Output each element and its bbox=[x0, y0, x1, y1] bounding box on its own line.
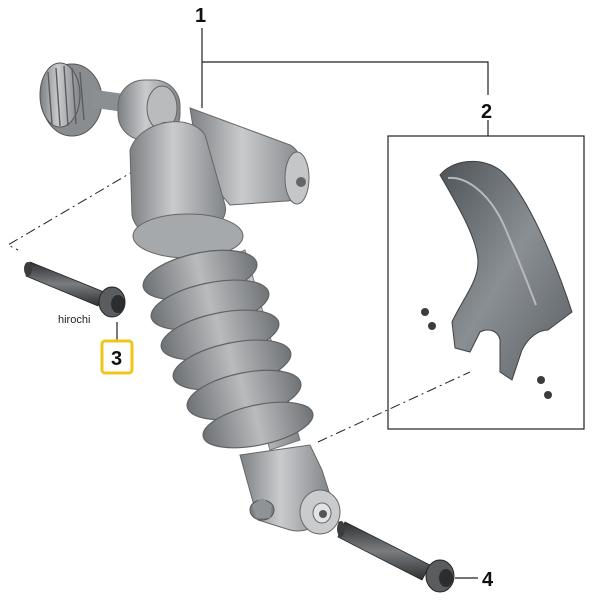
fender-screw-4 bbox=[544, 391, 552, 399]
callout-leader-lines bbox=[201, 28, 489, 136]
shock-absorber bbox=[39, 62, 341, 535]
callout-3: 3 bbox=[111, 348, 122, 370]
fender-screw-3 bbox=[537, 376, 545, 384]
fender-highlight bbox=[447, 176, 537, 306]
fender-screw-1 bbox=[421, 308, 429, 316]
rebound-adjuster bbox=[249, 498, 275, 521]
callout-3-highlight bbox=[100, 339, 134, 375]
preload-adjuster-knob bbox=[39, 62, 132, 137]
reservoir-body bbox=[189, 107, 310, 206]
callout-2: 2 bbox=[481, 101, 492, 123]
fender-shell bbox=[439, 160, 573, 381]
leader-1-to-2 bbox=[202, 61, 489, 95]
fender-detail-box bbox=[387, 135, 585, 430]
callout-4: 4 bbox=[482, 569, 494, 591]
bottom-mounting-bolt bbox=[337, 521, 478, 593]
top-mounting-bolt bbox=[24, 261, 126, 318]
bottom-mount-eye bbox=[299, 489, 341, 535]
callout-1: 1 bbox=[195, 5, 206, 27]
fender-screw-2 bbox=[428, 322, 436, 330]
coil-spring bbox=[142, 249, 314, 449]
assembly-line-fender bbox=[317, 371, 471, 443]
watermark-text: hirochi bbox=[58, 314, 90, 326]
rear-fender-guard bbox=[421, 160, 573, 399]
